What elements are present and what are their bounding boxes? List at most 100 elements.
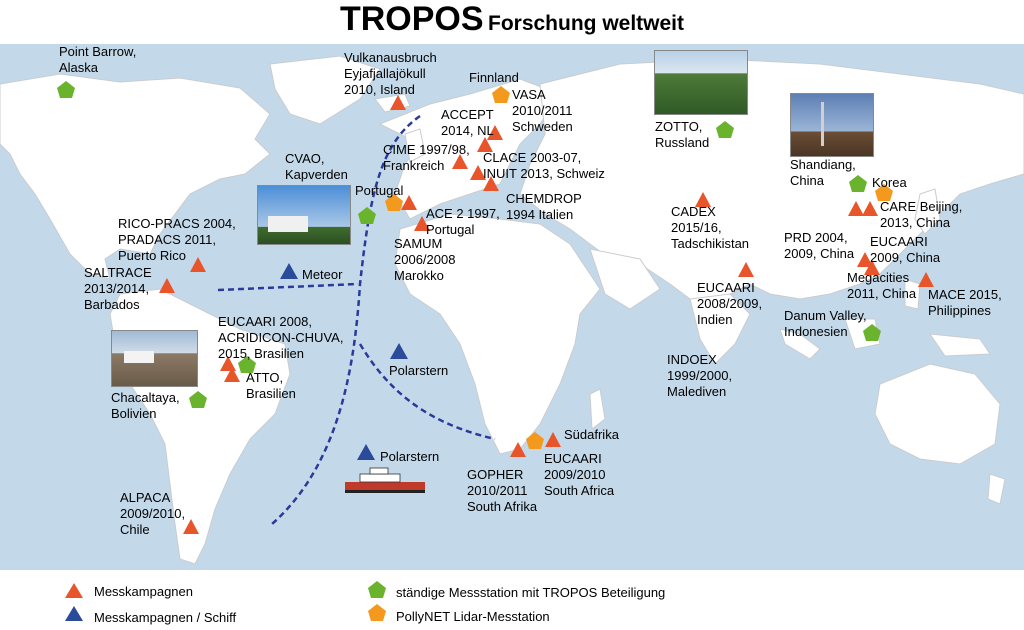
marker-mace (918, 272, 934, 287)
newguinea-land (928, 333, 991, 357)
label-portugal: Portugal (355, 183, 404, 198)
label-chemdrop: CHEMDROP 1994 Italien (506, 191, 582, 222)
markers-layer (57, 81, 934, 534)
australia-land (874, 363, 1001, 465)
ship-route-meteor (217, 282, 359, 292)
marker-korea (875, 184, 893, 201)
marker-accept2 (477, 137, 493, 152)
legend-ship-icon (65, 606, 83, 621)
marker-vulkan (390, 95, 406, 110)
label-samum: SAMUM 2006/2008 Marokko (394, 236, 456, 283)
marker-shandiang (849, 175, 867, 192)
label-meteor: Meteor (302, 267, 343, 282)
africa-land (394, 213, 601, 455)
sumatra-land (779, 328, 821, 360)
legend-pollynet-label: PollyNET Lidar-Messtation (396, 609, 550, 624)
marker-danum (863, 324, 881, 341)
label-care: CARE Beijing, 2013, China (880, 199, 963, 230)
marker-eucaari-in (738, 262, 754, 277)
marker-atto (224, 367, 240, 382)
legend-pollynet-icon (368, 604, 386, 621)
marker-portugal-campaign (401, 195, 417, 210)
label-indoex: INDOEX 1999/2000, Malediven (667, 352, 733, 399)
marker-megacities (864, 260, 880, 275)
label-cvao: CVAO, Kapverden (285, 151, 348, 182)
label-eucaari-sa: EUCAARI 2009/2010 South Africa (544, 451, 615, 498)
marker-zotto (716, 121, 734, 138)
label-megacities: Megacities 2011, China (847, 270, 917, 301)
label-ace2: ACE 2 1997, Portugal (426, 206, 500, 237)
marker-clace (470, 165, 486, 180)
hut-icon (124, 351, 154, 363)
ship-icon (345, 467, 425, 493)
europe-land (378, 78, 561, 220)
greenland-land (269, 55, 381, 125)
label-danum: Danum Valley, Indonesien (784, 308, 867, 339)
label-eucaari-in: EUCAARI 2008/2009, Indien (697, 280, 763, 327)
label-prd: PRD 2004, 2009, China (784, 230, 855, 261)
marker-chacaltaya (189, 391, 207, 408)
label-point-barrow: Point Barrow, Alaska (59, 44, 137, 75)
marker-cvao (358, 207, 376, 224)
label-clace: CLACE 2003-07, INUIT 2013, Schweiz (483, 150, 605, 181)
india-land (689, 293, 751, 365)
map-subtitle: Forschung weltweit (488, 12, 685, 35)
philippines-land (904, 278, 921, 310)
legend-symbols (65, 581, 386, 621)
title: TROPOS Forschung weltweit (0, 0, 1024, 44)
label-rico: RICO-PRACS 2004, PRADACS 2011, Puerto Ri… (118, 216, 236, 263)
marker-polarstern1 (390, 343, 408, 359)
label-eucaari-br: EUCAARI 2008, ACRIDICON-CHUVA, 2015, Bra… (218, 314, 344, 361)
newzealand-land (987, 473, 1006, 505)
world-map: Point Barrow, Alaska Vulkanausbruch Eyja… (0, 44, 1024, 570)
label-zotto: ZOTTO, Russland (655, 119, 710, 150)
marker-cadex (695, 192, 711, 207)
marker-care2 (862, 201, 878, 216)
marker-point-barrow (57, 81, 75, 98)
photo-zotto (654, 50, 748, 115)
marker-suedafrika (526, 432, 544, 449)
label-accept: ACCEPT 2014, NL (441, 107, 494, 138)
north-america-land (0, 73, 271, 280)
label-alpaca: ALPACA 2009/2010, Chile (120, 490, 186, 537)
marker-rico (190, 257, 206, 272)
label-shandiang: Shandiang, China (790, 157, 856, 188)
marker-chemdrop (483, 176, 499, 191)
label-mace: MACE 2015, Philippines (928, 287, 1002, 318)
photo-cvao (257, 185, 351, 245)
marker-meteor (280, 263, 298, 279)
ship-route-atlantic (271, 114, 421, 525)
marker-care1 (848, 201, 864, 216)
label-saltrace: SALTRACE 2013/2014, Barbados (84, 265, 152, 312)
marker-polarstern2 (357, 444, 375, 460)
label-vasa: VASA 2010/2011 Schweden (512, 87, 573, 134)
madagascar-land (589, 388, 606, 430)
marker-finnland (492, 86, 510, 103)
label-polarstern1: Polarstern (389, 363, 449, 378)
photo-chacaltaya (111, 330, 198, 387)
photo-shandiang (790, 93, 874, 157)
label-polarstern2: Polarstern (380, 449, 440, 464)
label-korea: Korea (872, 175, 907, 190)
japan-land (914, 188, 941, 235)
legend: Messkampagnen Messkampagnen / Schiff stä… (0, 570, 1024, 630)
marker-gopher (510, 442, 526, 457)
label-atto: ATTO, Brasilien (246, 370, 296, 401)
label-cadex: CADEX 2015/16, Tadschikistan (671, 204, 750, 251)
station-building-icon (268, 216, 308, 232)
marker-portugal (385, 194, 403, 211)
marker-saltrace (159, 278, 175, 293)
label-eucaari-cn: EUCAARI 2009, China (870, 234, 941, 265)
arabia-land (589, 248, 661, 310)
label-gopher: GOPHER 2010/2011 South Afrika (467, 467, 538, 514)
tower-icon (821, 102, 824, 146)
marker-accept (487, 125, 503, 140)
label-vulkan: Vulkanausbruch Eyjafjallajökull 2010, Is… (344, 50, 437, 97)
label-suedafrika: Südafrika (564, 427, 619, 442)
label-cime: CIME 1997/98, Frankreich (383, 142, 470, 173)
marker-eucaari-br-station (238, 356, 256, 373)
marker-eucaari-sa (545, 432, 561, 447)
label-chacaltaya: Chacaltaya, Bolivien (111, 390, 180, 421)
marker-alpaca (183, 519, 199, 534)
marker-prd (857, 252, 873, 267)
